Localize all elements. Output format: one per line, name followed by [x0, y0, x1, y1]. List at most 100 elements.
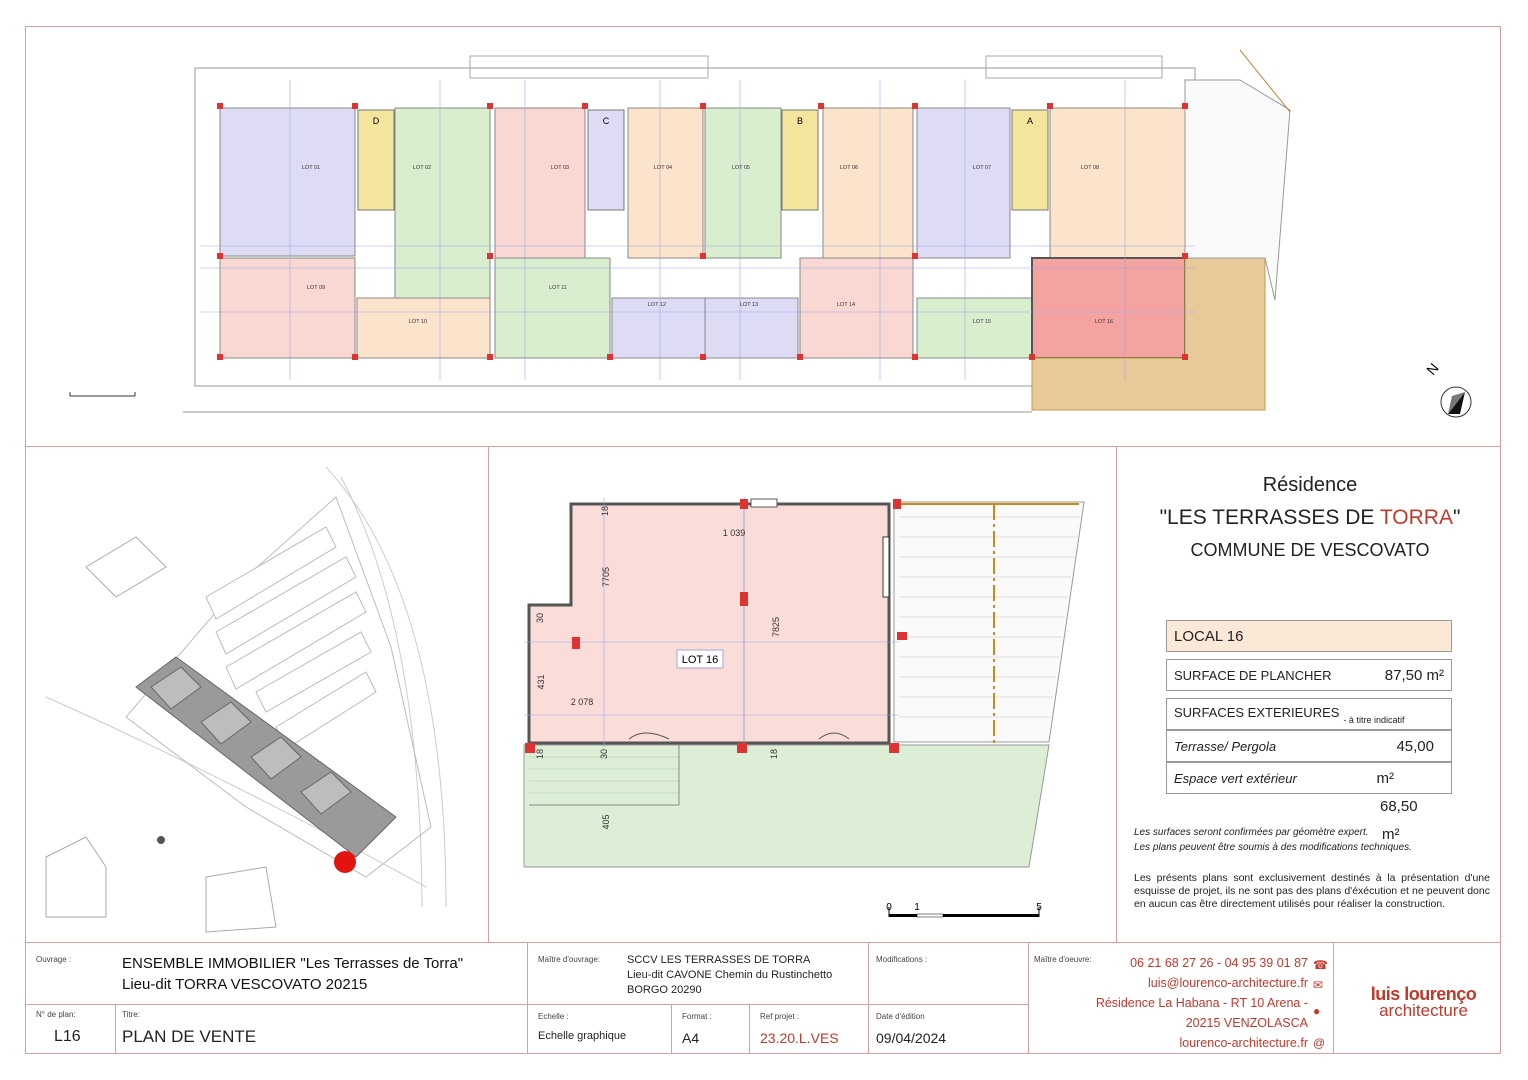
- lot-01-area: [219, 107, 356, 257]
- espace-vert-value: 68,50: [1380, 798, 1418, 815]
- ouvrage-line2: Lieu-dit TORRA VESCOVATO 20215: [122, 976, 368, 993]
- lot-09-area: [219, 257, 356, 359]
- detail-plan-lot-16: LOT 16 1 039 7705 7825 431 2 078 405 18 …: [523, 497, 1085, 918]
- ouvrage-label: Ouvrage :: [36, 955, 72, 964]
- dim-18: 18: [769, 749, 779, 759]
- dim-h2: 7825: [771, 617, 781, 637]
- residence-line1: Résidence: [1262, 474, 1358, 496]
- lot-label: LOT 09: [307, 285, 325, 291]
- lot-07-area: [916, 107, 1011, 259]
- espace-vert-unit: m²: [1382, 826, 1400, 843]
- dim-2078: 2 078: [571, 697, 594, 707]
- lot-16-location-marker: [334, 851, 356, 873]
- lot-16-label: LOT 16: [682, 654, 719, 666]
- surfaces-exterieures-row: SURFACES EXTERIEURES - à titre indicatif: [1166, 698, 1452, 730]
- lot-label: LOT 07: [973, 165, 991, 171]
- lot-label: LOT 01: [302, 165, 320, 171]
- ref-projet: 23.20.L.VES: [760, 1030, 839, 1046]
- lot-label: LOT 08: [1081, 165, 1099, 171]
- lot-11-area: [494, 257, 611, 359]
- stair-label-a: A: [1027, 116, 1033, 126]
- lot-label: LOT 05: [732, 165, 750, 171]
- lot-05-area: [704, 107, 782, 259]
- green-space: [523, 744, 1050, 868]
- title-block-top: [25, 942, 1501, 943]
- frame-divider-left: [488, 446, 489, 942]
- lot-15-area: [916, 297, 1033, 359]
- lot-04-area: [627, 107, 704, 259]
- date-edition: 09/04/2024: [876, 1030, 947, 1046]
- mail-icon: ✉: [1313, 978, 1324, 992]
- titre: PLAN DE VENTE: [122, 1027, 257, 1046]
- lot-label: LOT 02: [413, 165, 431, 171]
- residence-commune: COMMUNE DE VESCOVATO: [1190, 540, 1430, 560]
- stair-c: [587, 109, 625, 211]
- company-logo: luis lourenço architecture: [1370, 984, 1477, 1020]
- modifications-label: Modifications :: [876, 955, 928, 964]
- lot-12-area: [611, 297, 706, 359]
- floor-plan-overview: D C B A LOT 01 LOT 02 LOT 03 LOT 04 LOT …: [69, 49, 1472, 418]
- email-link[interactable]: luis@lourenco-architecture.fr: [1148, 976, 1308, 990]
- lot-label: LOT 16: [1095, 319, 1113, 325]
- lot-label: LOT 15: [973, 319, 991, 325]
- site-plan: [26, 447, 488, 941]
- stair-label-b: B: [797, 116, 803, 126]
- svg-text:0: 0: [886, 902, 892, 913]
- phone-text: 06 21 68 27 26 - 04 95 39 01 87: [1130, 956, 1308, 970]
- lot-03-area: [494, 107, 586, 259]
- lot-label: LOT 03: [551, 165, 569, 171]
- maitre-ouvrage-value: SCCV LES TERRASSES DE TORRA Lieu-dit CAV…: [627, 954, 833, 996]
- svg-text:1: 1: [914, 902, 920, 913]
- lot-label: LOT 06: [840, 165, 858, 171]
- lot-16-interior: [527, 502, 891, 745]
- disclaimer: Les présents plans sont exclusivement de…: [1134, 872, 1490, 910]
- format: A4: [682, 1030, 700, 1046]
- dim-18: 18: [600, 506, 610, 516]
- stair-a: [1011, 109, 1049, 211]
- address-line1: Résidence La Habana - RT 10 Arena -: [1095, 996, 1308, 1010]
- dim-width: 1 039: [723, 528, 746, 538]
- dim-18: 18: [535, 749, 545, 759]
- north-arrow-icon: [1440, 386, 1472, 418]
- residence-name: "LES TERRASSES DE TORRA": [1159, 506, 1461, 529]
- lot-label: LOT 11: [549, 285, 567, 291]
- frame-divider-right: [1116, 446, 1117, 942]
- echelle: Echelle graphique: [538, 1030, 627, 1042]
- dim-405: 405: [601, 814, 611, 829]
- north-label: N: [1423, 360, 1442, 378]
- echelle-label: Echelle :: [538, 1012, 569, 1021]
- date-label: Date d'édition: [876, 1012, 925, 1021]
- dim-30: 30: [535, 613, 545, 623]
- dim-30: 30: [599, 749, 609, 759]
- plan-no-label: N° de plan:: [36, 1010, 76, 1019]
- plan-no: L16: [54, 1028, 81, 1045]
- lot-13-area: [704, 297, 799, 359]
- svg-text:5: 5: [1036, 902, 1042, 913]
- phone-icon: ☎: [1313, 958, 1328, 972]
- stair-d: [357, 109, 395, 211]
- sheet-frame: [25, 26, 1501, 1054]
- lot-16-label-box: [676, 649, 724, 669]
- lot-16-area: [1031, 257, 1186, 359]
- lot-label: LOT 13: [740, 302, 758, 308]
- titre-label: Titre:: [122, 1010, 140, 1019]
- surfaces-note: Les surfaces seront confirmées par géomè…: [1134, 827, 1412, 853]
- location-pin-icon: ●: [1313, 1004, 1321, 1018]
- website-link[interactable]: lourenco-architecture.fr: [1179, 1036, 1308, 1050]
- terrasse-row: Terrasse/ Pergola 45,00: [1166, 730, 1452, 762]
- lot-label: LOT 14: [837, 302, 855, 308]
- stair-b: [781, 109, 819, 211]
- espace-vert-row: Espace vert extérieur m²: [1166, 762, 1452, 794]
- lot-label: LOT 04: [654, 165, 672, 171]
- address-line2: 20215 VENZOLASCA: [1185, 1016, 1308, 1030]
- lot-label: LOT 12: [648, 302, 666, 308]
- maitre-oeuvre-contact: 06 21 68 27 26 - 04 95 39 01 87 luis@lou…: [1040, 953, 1308, 1053]
- scale-bar: 0 1 5: [886, 902, 1042, 918]
- ouvrage-line1: ENSEMBLE IMMOBILIER "Les Terrasses de To…: [122, 955, 464, 972]
- format-label: Format :: [682, 1012, 712, 1021]
- stair-label-c: C: [603, 116, 610, 126]
- ref-label: Ref projet :: [760, 1012, 800, 1021]
- maitre-oeuvre-label: Maître d'oeuvre:: [1034, 955, 1092, 964]
- dim-431: 431: [536, 674, 546, 689]
- lot-02-area: [394, 107, 491, 299]
